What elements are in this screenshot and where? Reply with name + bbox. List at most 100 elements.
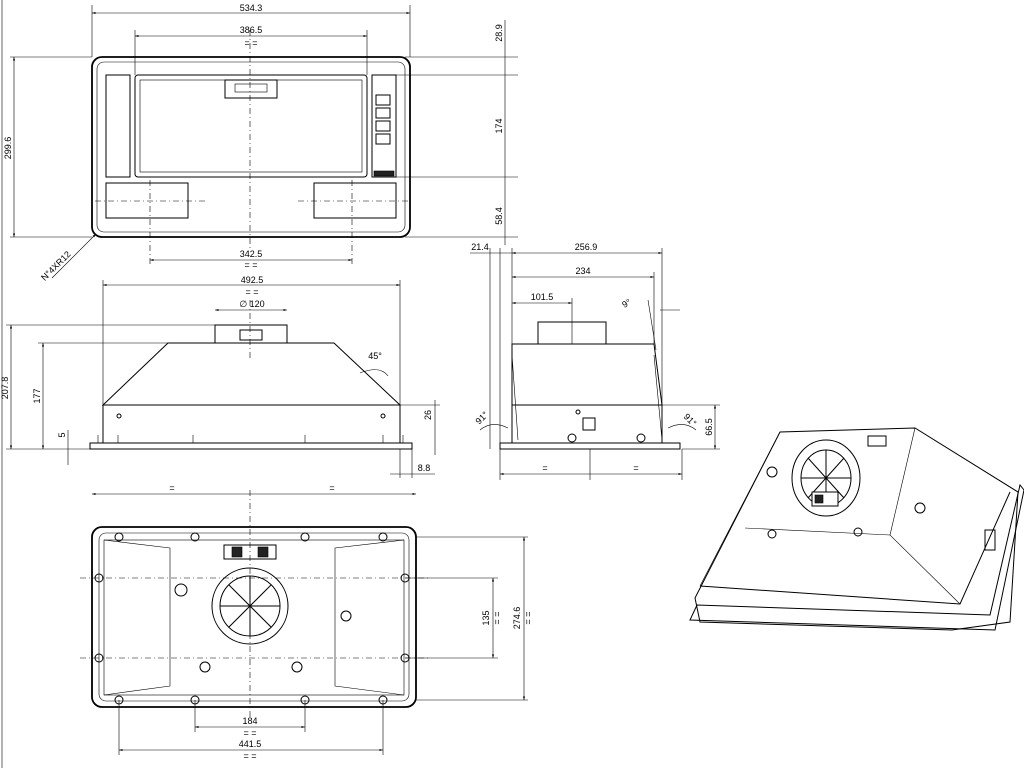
dim-depth: 256.9	[575, 242, 598, 252]
dim-front-width-eq: = =	[245, 287, 258, 297]
dim-duct-position: 101.5	[531, 292, 554, 302]
connector	[231, 546, 243, 558]
top-view-outline	[91, 56, 411, 238]
dim-side-eq-left: =	[542, 463, 547, 473]
bottom-view-body	[103, 539, 405, 696]
side-body-lower	[511, 404, 663, 444]
side-socket	[582, 417, 596, 431]
side-hole	[575, 409, 581, 415]
dim-front-width: 492.5	[241, 275, 264, 285]
dim-bottom-depth-eq: = =	[523, 611, 533, 624]
iso-fan-housing	[791, 439, 861, 517]
side-bracket	[653, 354, 663, 441]
side-clip-hole	[567, 433, 577, 443]
dim-filter-height: 174	[494, 118, 504, 133]
dim-width: 534.3	[240, 3, 263, 13]
dim-bottom-eq-right: =	[329, 483, 334, 493]
control-button-1	[375, 94, 391, 106]
front-flange	[89, 442, 413, 450]
iso-vertical-edge	[889, 427, 916, 536]
screw-hole	[190, 532, 200, 542]
dim-body-height: 177	[32, 388, 42, 403]
dim-bottom-offset: 58.4	[494, 207, 504, 225]
screw-hole	[114, 532, 124, 542]
front-body-lower	[102, 404, 401, 444]
top-view: 534.3 386.5 = = 299.6 28.9 174 58.4 342.…	[3, 3, 518, 283]
dim-inner-spacing: 184	[242, 716, 257, 726]
front-view: 492.5 = = ∅ 120 207.8 177 5 26 45° 8.8	[0, 275, 440, 478]
screw-hole	[300, 532, 310, 542]
brand-badge	[373, 170, 395, 177]
iso-hole	[853, 527, 863, 537]
dim-duct-diameter: ∅ 120	[239, 299, 264, 309]
angle-arc	[359, 369, 389, 377]
side-view: 21.4 256.9 234 101.5 9° 91° 91° 66.5 = =	[470, 242, 720, 480]
front-body-upper	[101, 342, 402, 406]
dim-top-offset: 28.9	[494, 24, 504, 42]
iso-flange	[689, 483, 1024, 631]
dim-bottom-depth: 274.6	[512, 607, 522, 630]
screw-hole	[380, 413, 386, 419]
dim-height: 299.6	[3, 137, 13, 160]
right-panel	[334, 539, 405, 696]
dim-front-offset: 21.4	[471, 242, 489, 252]
filter-panel	[134, 74, 368, 178]
dim-angle-right: 91°	[682, 412, 699, 429]
iso-connector-pin	[814, 494, 824, 504]
dim-hole-spacing: 135	[481, 610, 491, 625]
left-panel	[103, 539, 171, 696]
top-view-inner-outline	[96, 61, 406, 233]
bottom-view-outline	[91, 526, 417, 708]
angle-arc-right	[667, 424, 697, 431]
filter-handle-grip	[234, 83, 268, 93]
iso-grommet	[914, 502, 926, 514]
filter-handle	[224, 79, 278, 99]
side-bracket	[511, 354, 519, 441]
dim-angle: 45°	[368, 351, 382, 361]
iso-bracket	[867, 435, 887, 447]
iso-side-socket	[984, 529, 996, 551]
dim-flange: 5	[57, 432, 67, 437]
right-control-strip	[371, 74, 397, 178]
iso-fan-blade	[807, 457, 845, 499]
iso-edge	[699, 431, 781, 587]
dim-lip: 8.8	[418, 463, 431, 473]
angle-arc-left	[479, 424, 509, 431]
filter-panel-inner	[139, 79, 363, 173]
left-light	[105, 182, 189, 219]
screw-hole	[116, 413, 122, 419]
right-light	[313, 182, 397, 219]
dim-total-height: 207.8	[0, 377, 10, 400]
radius-note: N°4XR12	[39, 249, 73, 283]
side-clip-hole	[636, 433, 646, 443]
radius-leader	[51, 233, 97, 279]
bottom-view: = = 135 = = 274.6 = = 184 = = 441.5 = =	[80, 483, 533, 761]
dim-outer-spacing: 441.5	[239, 739, 262, 749]
dim-lower-spacing: 342.5	[240, 249, 263, 259]
dim-inner-spacing-eq: = =	[243, 728, 256, 738]
dim-inner-width: 386.5	[240, 25, 263, 35]
iso-bottom-edge	[744, 527, 961, 605]
side-grommet	[340, 610, 352, 622]
iso-grommet	[766, 466, 778, 478]
fan-blade	[228, 584, 272, 628]
connector	[257, 546, 269, 558]
screw-hole	[378, 532, 388, 542]
iso-body-edge	[699, 491, 1011, 605]
mount-hole	[199, 661, 211, 673]
dim-outer-spacing-eq: = =	[243, 751, 256, 761]
side-body-upper	[511, 343, 663, 406]
dim-hole-spacing-eq: = =	[492, 611, 502, 624]
control-button-4	[375, 133, 391, 145]
control-button-2	[375, 107, 391, 119]
tilt-line	[647, 299, 657, 351]
cable-grommet	[174, 583, 188, 597]
dim-depth-inner: 234	[575, 266, 590, 276]
left-strip	[105, 74, 131, 178]
bottom-view-inner-outline	[98, 532, 410, 702]
mount-hole	[291, 661, 303, 673]
dim-side-eq-right: =	[633, 463, 638, 473]
dim-lower-spacing-eq: = =	[244, 260, 257, 270]
dim-side-view-height: 66.5	[704, 418, 714, 436]
